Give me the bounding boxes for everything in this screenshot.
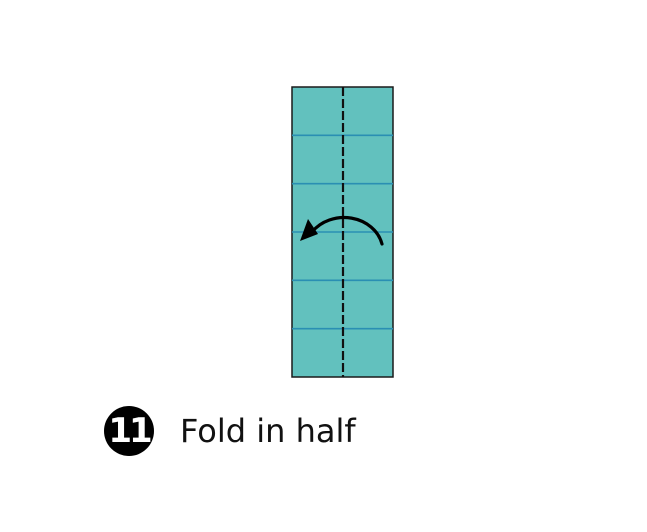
step-number-badge: 11 (104, 406, 154, 456)
step-caption: 11 Fold in half (104, 406, 356, 456)
fold-arrow-icon (300, 215, 384, 246)
step-number: 11 (108, 411, 152, 451)
step-instruction: Fold in half (180, 412, 356, 450)
